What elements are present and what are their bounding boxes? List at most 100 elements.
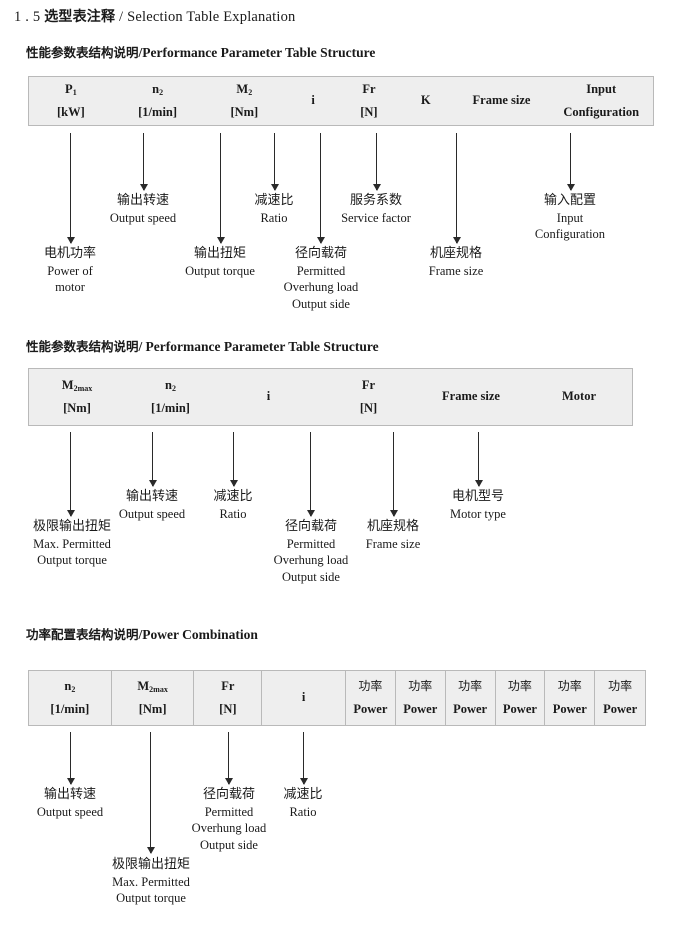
note-motor-type-en-1: Motor type (450, 506, 506, 521)
arrow-motor-type (474, 432, 483, 487)
note-permitted-overhung-load-3-en-1: Permitted (204, 804, 254, 819)
note-permitted-overhung-load-3-en-2: Overhung load (191, 821, 267, 836)
table1-col-p1-symbol: P1 (65, 81, 77, 97)
section-2-heading: 性能参数表结构说明/ Performance Parameter Table S… (26, 336, 379, 355)
note-permitted-overhung-load-3-cn: 径向载荷 (202, 787, 255, 802)
note-permitted-overhung-load-en-1: Permitted (296, 263, 346, 278)
table2-col-frame-size: Frame size (416, 369, 526, 425)
page-title-separator: / (119, 9, 124, 25)
note-permitted-overhung-load-en-2: Overhung load (283, 280, 359, 295)
table1-col-p1-subscript: 1 (72, 87, 77, 97)
note-service-factor-cn: 服务系数 (349, 193, 402, 208)
page-title-cn: 选型表注释 (44, 9, 116, 25)
section-3-heading-sep: / (138, 627, 143, 642)
power-combination-table: n2 [1/min] M2max [Nm] Fr [N] i 功率 Power … (28, 670, 646, 726)
table1-col-configuration-label: Configuration (563, 105, 640, 119)
table2-col-m2max-subscript: 2max (73, 383, 93, 393)
table1-col-fr: Fr [N] (340, 77, 398, 125)
note-service-factor-en-1: Service factor (341, 210, 411, 225)
table3-col-power-1-cn: 功率 (358, 679, 383, 694)
table3-col-power-5-cn: 功率 (557, 679, 582, 694)
section-2-heading-cn: 性能参数表结构说明 (26, 339, 139, 354)
note-frame-size: 机座规格 Frame size (408, 245, 504, 279)
table1-col-n2-symbol: n2 (152, 81, 164, 97)
note-output-speed-2: 输出转速 Output speed (102, 488, 202, 522)
section-2-heading-sep: / (138, 339, 143, 354)
table3-col-n2-subscript: 2 (71, 684, 76, 694)
table3-col-m2max-symbol: M2max (137, 678, 168, 694)
note-power-of-motor-cn: 电机功率 (43, 246, 96, 261)
note-permitted-overhung-load: 径向载荷 Permitted Overhung load Output side (266, 245, 376, 313)
arrow-max-permitted-output-torque-3 (146, 732, 155, 854)
table1-col-p1-unit: [kW] (56, 105, 85, 119)
section-1-heading-en: Performance Parameter Table Structure (142, 45, 376, 60)
note-output-speed: 输出转速 Output speed (93, 192, 193, 226)
section-1-heading-cn: 性能参数表结构说明 (26, 45, 139, 60)
table2-col-i: i (216, 369, 321, 425)
table2-col-m2max: M2max [Nm] (29, 369, 125, 425)
table3-col-n2-symbol: n2 (64, 678, 76, 694)
table1-col-k: K (398, 77, 454, 125)
note-output-torque: 输出扭矩 Output torque (166, 245, 274, 279)
table3-col-power-3-en: Power (453, 701, 488, 716)
section-1-heading: 性能参数表结构说明/Performance Parameter Table St… (26, 42, 375, 61)
arrow-output-speed-3 (66, 732, 75, 785)
note-output-speed-cn: 输出转速 (116, 193, 169, 208)
table1-col-n2-subscript: 2 (159, 87, 164, 97)
note-power-of-motor-en-2: motor (55, 280, 85, 295)
table3-col-power-4-cn: 功率 (507, 679, 532, 694)
note-ratio: 减速比 Ratio (232, 192, 316, 226)
note-max-permitted-output-torque-3: 极限输出扭矩 Max. Permitted Output torque (95, 856, 207, 907)
arrow-permitted-overhung-load-2 (306, 432, 315, 517)
section-2-heading-en: Performance Parameter Table Structure (145, 339, 379, 354)
table3-col-power-2-cn: 功率 (408, 679, 433, 694)
note-ratio-2-cn: 减速比 (213, 489, 253, 504)
note-input-configuration-en-1: Input (556, 210, 584, 225)
note-permitted-overhung-load-2-cn: 径向载荷 (284, 519, 337, 534)
note-max-permitted-output-torque-3-en-2: Output torque (116, 891, 186, 906)
table1-col-frame-size-label: Frame size (472, 93, 531, 108)
table2-col-m2max-unit: [Nm] (63, 401, 91, 415)
arrow-output-torque (216, 133, 225, 244)
table2-col-n2-subscript: 2 (171, 383, 176, 393)
note-permitted-overhung-load-2-en-1: Permitted (286, 536, 336, 551)
table1-col-input-configuration: Input Configuration (549, 77, 653, 125)
table3-col-power-6-en: Power (603, 701, 638, 716)
table2-col-m2max-symbol: M2max (61, 377, 93, 393)
table3-col-power-2: 功率 Power (396, 671, 446, 725)
table1-col-i-symbol: i (311, 93, 315, 108)
note-motor-type: 电机型号 Motor type (428, 488, 528, 522)
table1-col-m2-unit: [Nm] (230, 105, 259, 119)
note-permitted-overhung-load-2: 径向载荷 Permitted Overhung load Output side (256, 518, 366, 586)
note-permitted-overhung-load-2-en-2: Overhung load (273, 553, 349, 568)
note-max-permitted-output-torque: 极限输出扭矩 Max. Permitted Output torque (16, 518, 128, 569)
table3-col-power-5: 功率 Power (545, 671, 596, 725)
performance-parameter-table-1: P1 [kW] n2 [1/min] M2 [Nm] i Fr [N] K Fr… (28, 76, 654, 126)
note-motor-type-cn: 电机型号 (451, 489, 504, 504)
table2-col-motor: Motor (526, 369, 632, 425)
note-permitted-overhung-load-3: 径向载荷 Permitted Overhung load Output side (174, 786, 284, 854)
note-max-permitted-output-torque-en-2: Output torque (37, 553, 107, 568)
note-ratio-2-en-1: Ratio (219, 506, 247, 521)
note-permitted-overhung-load-cn: 径向载荷 (294, 246, 347, 261)
table3-col-power-1-en: Power (353, 701, 388, 716)
arrow-ratio-2 (229, 432, 238, 487)
note-permitted-overhung-load-3-en-3: Output side (200, 838, 258, 853)
table1-col-input-label: Input (586, 81, 617, 96)
page-title: 1 . 5 选型表注释 / Selection Table Explanatio… (14, 6, 296, 26)
table1-col-m2-symbol: M2 (236, 81, 253, 97)
table3-col-power-1: 功率 Power (346, 671, 396, 725)
table3-col-power-3-cn: 功率 (458, 679, 483, 694)
note-permitted-overhung-load-2-en-3: Output side (282, 570, 340, 585)
note-output-speed-2-cn: 输出转速 (125, 489, 178, 504)
table3-col-m2max-unit: [Nm] (138, 702, 167, 716)
table3-col-power-4-en: Power (502, 701, 537, 716)
table3-col-m2max-subscript: 2max (149, 684, 168, 694)
table3-col-power-6: 功率 Power (595, 671, 645, 725)
table3-col-n2: n2 [1/min] (29, 671, 112, 725)
note-frame-size-2-cn: 机座规格 (366, 519, 419, 534)
page-title-en: Selection Table Explanation (127, 9, 296, 25)
table1-col-m2-subscript: 2 (248, 87, 253, 97)
table3-col-n2-unit: [1/min] (50, 702, 90, 716)
table2-col-n2-unit: [1/min] (151, 401, 190, 415)
